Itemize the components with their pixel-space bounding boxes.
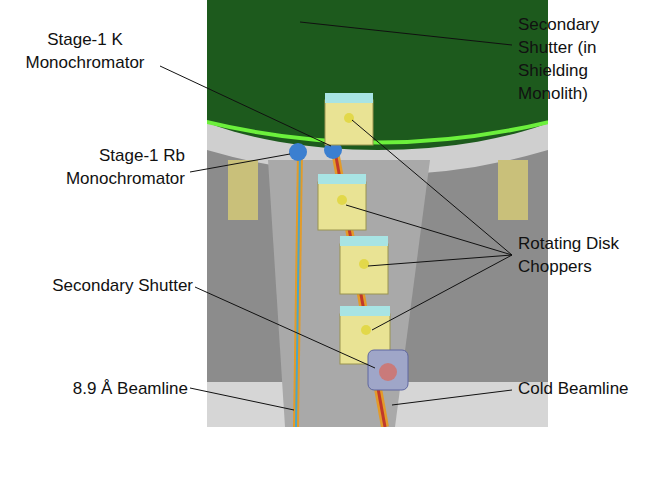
chopper <box>325 93 373 145</box>
monolith-rim <box>207 95 548 143</box>
part-label: Stage-1 K Monochromator <box>10 28 160 74</box>
beamline-8-9 <box>296 150 300 427</box>
rb-monochromator <box>289 143 307 161</box>
part-label: 8.9 Å Beamline <box>20 377 188 400</box>
part-label: Secondary Shutter (in Shielding Monolith… <box>518 13 623 105</box>
chopper <box>318 174 366 230</box>
secondary-shutter <box>368 350 408 390</box>
monolith-block <box>228 160 258 220</box>
leader-lines <box>160 22 512 410</box>
beamline-core <box>296 150 300 427</box>
part-label: Stage-1 Rb Monochromator <box>35 144 185 190</box>
part-label: Rotating Disk Choppers <box>518 232 648 278</box>
monolith-block <box>498 160 528 220</box>
floor-path <box>268 160 430 427</box>
part-label: Cold Beamline <box>518 377 658 400</box>
shielding-monolith <box>207 0 548 150</box>
part-label: Secondary Shutter <box>3 274 193 297</box>
